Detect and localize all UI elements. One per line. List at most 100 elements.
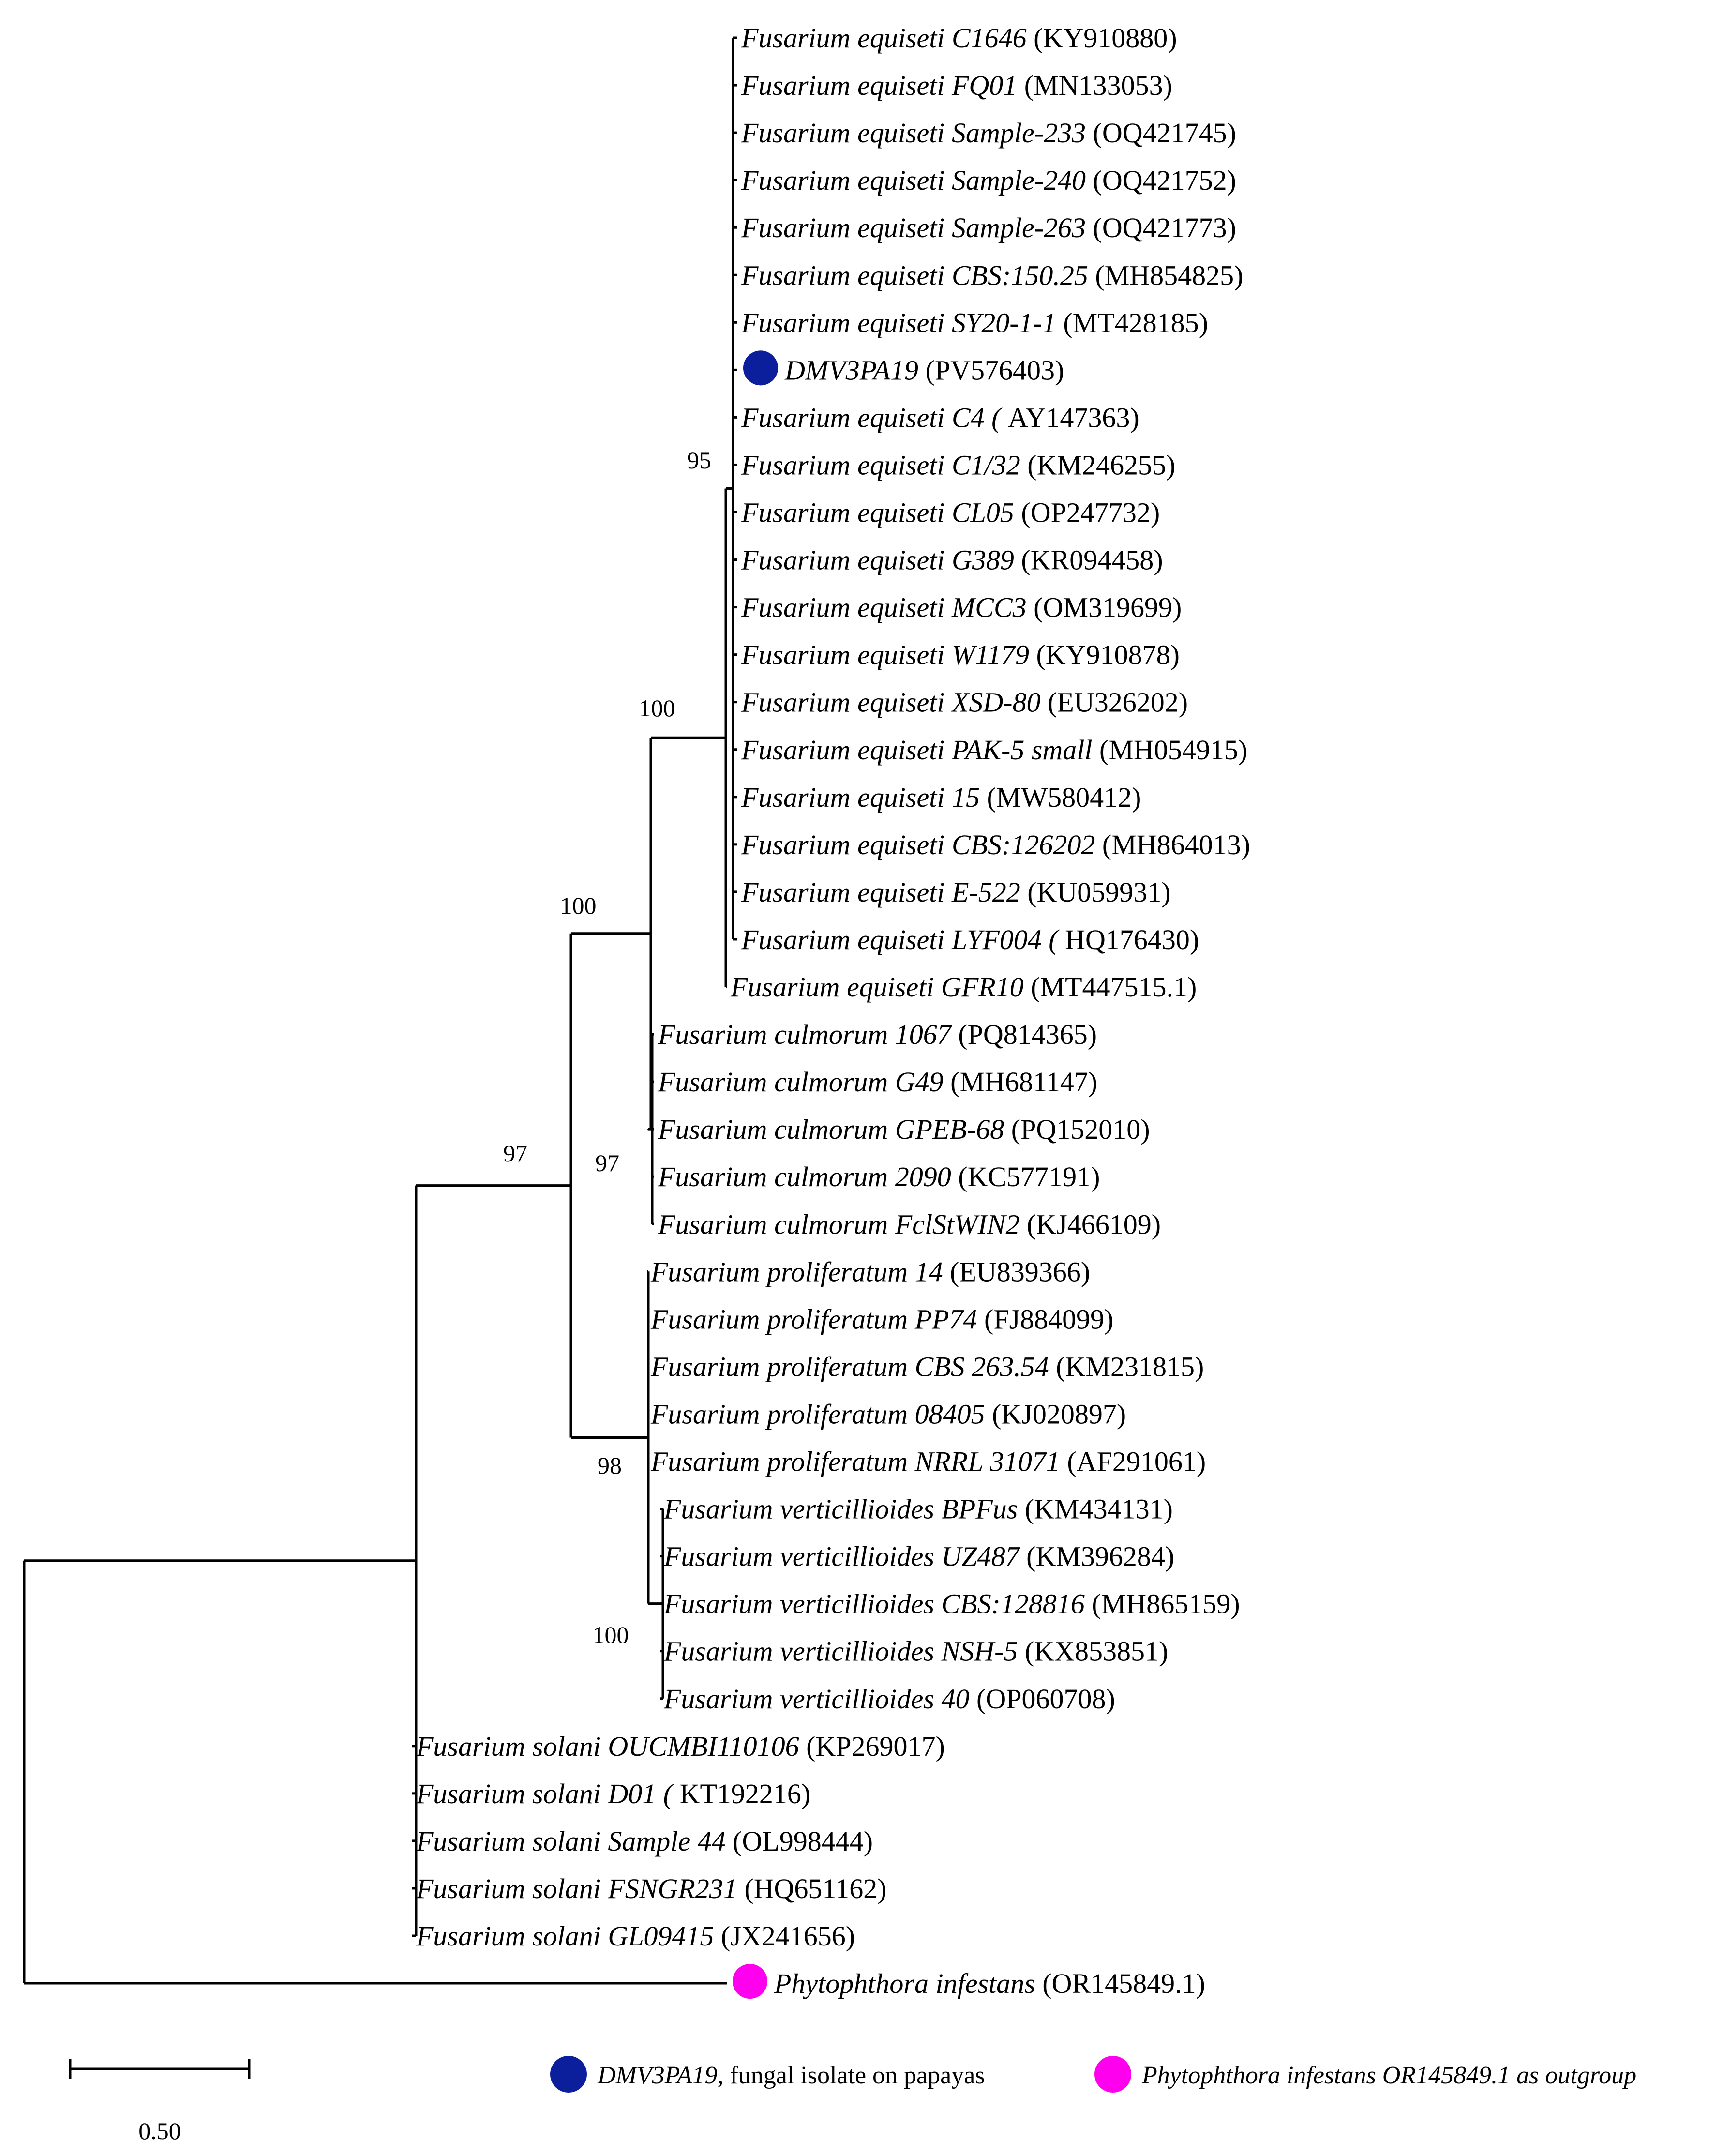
bootstrap-1: 100 — [639, 694, 675, 722]
tip-label-t18: Fusarium equiseti E-522 (KU059931) — [741, 876, 1171, 908]
tip-label-t23: Fusarium culmorum GPEB-68 (PQ152010) — [658, 1114, 1150, 1145]
tip-name-t23: Fusarium culmorum GPEB-68 — [658, 1114, 1011, 1145]
tip-name-t24: Fusarium culmorum 2090 — [658, 1161, 958, 1192]
tip-name-t19: Fusarium equiseti LYF004 ( — [741, 924, 1065, 955]
tip-accession-t8: AY147363) — [1008, 402, 1139, 433]
tip-name-t29: Fusarium proliferatum 08405 — [650, 1398, 992, 1430]
tip-label-t2: Fusarium equiseti Sample-233 (OQ421745) — [741, 117, 1236, 149]
tip-name-t2: Fusarium equiseti Sample-233 — [741, 117, 1093, 149]
tip-name-t26: Fusarium proliferatum 14 — [650, 1256, 950, 1287]
tip-label-t24: Fusarium culmorum 2090 (KC577191) — [658, 1161, 1100, 1192]
tip-accession-t2: (OQ421745) — [1093, 117, 1236, 149]
tip-name-t36: Fusarium solani OUCMBI110106 — [416, 1731, 806, 1762]
tip-accession-t27: (FJ884099) — [984, 1303, 1113, 1335]
tip-name-t27: Fusarium proliferatum PP74 — [650, 1303, 984, 1335]
tip-accession-t22: (MH681147) — [950, 1066, 1097, 1098]
tip-name-t40: Fusarium solani GL09415 — [416, 1920, 721, 1952]
tip-label-t35: Fusarium verticillioides 40 (OP060708) — [663, 1683, 1115, 1715]
tip-accession-t23: (PQ152010) — [1011, 1114, 1150, 1145]
bootstrap-5: 98 — [598, 1452, 622, 1479]
tip-accession-t39: (HQ651162) — [744, 1873, 886, 1904]
tip-name-t18: Fusarium equiseti E-522 — [741, 876, 1027, 908]
tip-accession-t5: (MH854825) — [1095, 259, 1243, 291]
tip-accession-t28: (KM231815) — [1056, 1351, 1204, 1382]
tip-name-t12: Fusarium equiseti MCC3 — [741, 592, 1034, 623]
tip-label-t31: Fusarium verticillioides BPFus (KM434131… — [663, 1493, 1173, 1525]
tip-label-t22: Fusarium culmorum G49 (MH681147) — [658, 1066, 1097, 1098]
tip-label-t36: Fusarium solani OUCMBI110106 (KP269017) — [416, 1731, 945, 1762]
tip-accession-t34: (KX853851) — [1025, 1636, 1168, 1667]
tip-label-t21: Fusarium culmorum 1067 (PQ814365) — [658, 1019, 1097, 1050]
tip-name-t39: Fusarium solani FSNGR231 — [416, 1873, 744, 1904]
tip-label-t41: Phytophthora infestans (OR145849.1) — [774, 1968, 1205, 1999]
tip-label-t25: Fusarium culmorum FclStWIN2 (KJ466109) — [658, 1208, 1161, 1240]
tip-name-t10: Fusarium equiseti CL05 — [741, 497, 1021, 528]
tip-name-t4: Fusarium equiseti Sample-263 — [741, 212, 1093, 243]
tip-name-t11: Fusarium equiseti G389 — [741, 544, 1021, 576]
leg-outgroup-marker — [1094, 2056, 1131, 2093]
tip-name-t22: Fusarium culmorum G49 — [658, 1066, 950, 1098]
tip-name-t14: Fusarium equiseti XSD-80 — [741, 687, 1048, 718]
tip-name-t28: Fusarium proliferatum CBS 263.54 — [650, 1351, 1056, 1382]
tip-label-t11: Fusarium equiseti G389 (KR094458) — [741, 544, 1163, 576]
tip-accession-t12: (OM319699) — [1034, 592, 1182, 623]
leg-isolate-plain: , fungal isolate on papayas — [717, 2062, 985, 2089]
tip-label-t20: Fusarium equiseti GFR10 (MT447515.1) — [730, 971, 1197, 1003]
tip-accession-t33: (MH865159) — [1092, 1588, 1240, 1620]
bootstrap-4: 97 — [595, 1149, 619, 1176]
tip-name-t33: Fusarium verticillioides CBS:128816 — [663, 1588, 1092, 1620]
tip-accession-t4: (OQ421773) — [1093, 212, 1236, 243]
tip-accession-t37: KT192216) — [680, 1778, 811, 1809]
bootstrap-6: 100 — [593, 1621, 629, 1648]
tip-accession-t32: (KM396284) — [1026, 1541, 1174, 1572]
tip-label-t39: Fusarium solani FSNGR231 (HQ651162) — [416, 1873, 887, 1904]
tip-name-t31: Fusarium verticillioides BPFus — [663, 1493, 1025, 1525]
tip-label-t19: Fusarium equiseti LYF004 ( HQ176430) — [741, 924, 1199, 955]
tree-branches — [23, 36, 737, 1985]
tip-name-t13: Fusarium equiseti W1179 — [741, 639, 1036, 671]
tip-name-t6: Fusarium equiseti SY20-1-1 — [741, 307, 1063, 338]
tip-accession-t18: (KU059931) — [1027, 876, 1170, 908]
tip-name-t38: Fusarium solani Sample 44 — [416, 1825, 733, 1857]
tip-label-t1: Fusarium equiseti FQ01 (MN133053) — [741, 70, 1172, 101]
tip-label-t37: Fusarium solani D01 ( KT192216) — [416, 1778, 810, 1809]
tip-name-t20: Fusarium equiseti GFR10 — [730, 971, 1031, 1003]
tip-label-t10: Fusarium equiseti CL05 (OP247732) — [741, 497, 1160, 528]
tip-name-t9: Fusarium equiseti C1/32 — [741, 449, 1027, 481]
tip-label-t17: Fusarium equiseti CBS:126202 (MH864013) — [741, 829, 1250, 860]
scale-bar: 0.50 — [69, 2059, 251, 2144]
tip-name-t37: Fusarium solani D01 ( — [416, 1778, 680, 1809]
scale-bar-label: 0.50 — [138, 2117, 181, 2144]
tip-accession-t31: (KM434131) — [1025, 1493, 1173, 1525]
tip-accession-t29: (KJ020897) — [992, 1398, 1126, 1430]
leg-isolate-italic: DMV3PA19 — [597, 2062, 717, 2089]
tip-name-t32: Fusarium verticillioides UZ487 — [663, 1541, 1026, 1572]
tip-name-t3: Fusarium equiseti Sample-240 — [741, 165, 1093, 196]
tip-accession-t3: (OQ421752) — [1093, 165, 1236, 196]
tip-label-t30: Fusarium proliferatum NRRL 31071 (AF2910… — [650, 1446, 1206, 1478]
tip-label-t15: Fusarium equiseti PAK-5 small (MH054915) — [741, 734, 1247, 766]
tip-name-t21: Fusarium culmorum 1067 — [658, 1019, 958, 1050]
tip-accession-t38: (OL998444) — [733, 1825, 873, 1857]
t7-marker — [743, 350, 778, 386]
leg-outgroup-text: Phytophthora infestans OR145849.1 as out… — [1141, 2062, 1636, 2089]
tip-label-t32: Fusarium verticillioides UZ487 (KM396284… — [663, 1541, 1174, 1572]
tip-label-t6: Fusarium equiseti SY20-1-1 (MT428185) — [741, 307, 1208, 338]
tip-label-t3: Fusarium equiseti Sample-240 (OQ421752) — [741, 165, 1236, 196]
tip-accession-t36: (KP269017) — [806, 1731, 945, 1762]
tip-accession-t41: (OR145849.1) — [1042, 1968, 1205, 1999]
bootstrap-2: 100 — [560, 892, 597, 919]
tip-accession-t1: (MN133053) — [1024, 70, 1172, 101]
tip-name-t16: Fusarium equiseti 15 — [741, 782, 987, 813]
tip-accession-t9: (KM246255) — [1027, 449, 1175, 481]
tip-accession-t14: (EU326202) — [1048, 687, 1188, 718]
tip-accession-t21: (PQ814365) — [958, 1019, 1097, 1050]
tip-label-t27: Fusarium proliferatum PP74 (FJ884099) — [650, 1303, 1113, 1335]
tip-label-t28: Fusarium proliferatum CBS 263.54 (KM2318… — [650, 1351, 1204, 1382]
tip-name-t15: Fusarium equiseti PAK-5 small — [741, 734, 1099, 766]
tip-label-t9: Fusarium equiseti C1/32 (KM246255) — [741, 449, 1175, 481]
leg-isolate-text: DMV3PA19, fungal isolate on papayas — [597, 2062, 985, 2089]
